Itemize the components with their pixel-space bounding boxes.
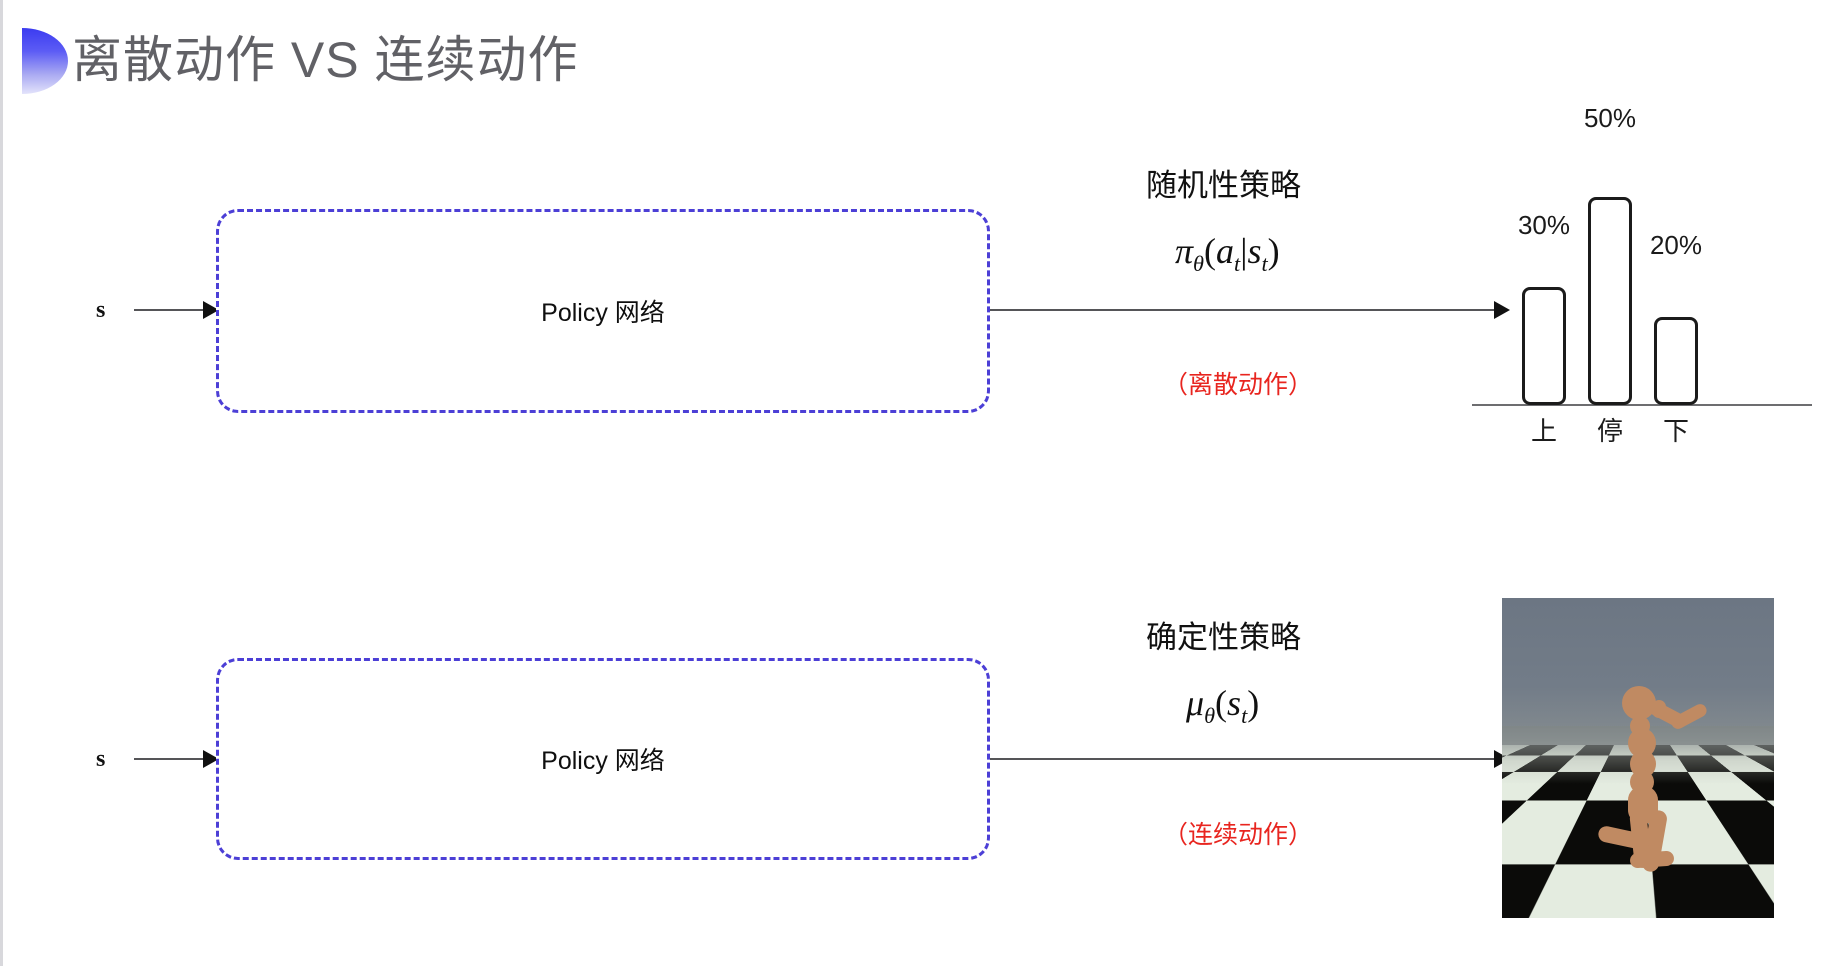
output-arrow-head-top (1494, 301, 1510, 319)
formula-state-2: s (1227, 683, 1242, 723)
deterministic-policy-formula: μθ(st) (1186, 682, 1259, 729)
chart-baseline-axis (1472, 404, 1812, 406)
stochastic-policy-title: 随机性策略 (1146, 168, 1301, 203)
bar-value-down: 20% (1649, 230, 1703, 260)
input-arrow-head-bottom (203, 750, 219, 768)
deterministic-policy-title: 确定性策略 (1146, 620, 1301, 655)
formula-state: s (1247, 231, 1262, 271)
formula-state-subscript: t (1261, 251, 1268, 277)
bar-category-stop: 停 (1596, 416, 1623, 446)
output-arrow-line-bottom (990, 758, 1502, 760)
input-arrow-line-bottom (134, 758, 210, 760)
input-arrow-head-top (203, 301, 219, 319)
policy-network-box-top[interactable]: Policy 网络 (216, 209, 990, 413)
formula-action-subscript: t (1234, 251, 1241, 277)
formula-open-paren: ( (1204, 231, 1217, 271)
bar-value-stop: 50% (1583, 103, 1637, 133)
humanoid-simulation-image (1502, 598, 1774, 918)
action-probability-bar-chart: 30% 50% 20% 上 停 下 (1468, 100, 1828, 450)
input-state-label-bottom: s (96, 746, 106, 772)
formula-pi: π (1175, 231, 1194, 271)
bar-category-down: 下 (1662, 416, 1689, 446)
left-edge-rule (0, 0, 3, 966)
bar-up (1522, 287, 1566, 405)
continuous-action-note: （连续动作） (1163, 821, 1314, 849)
bar-category-up: 上 (1530, 416, 1557, 446)
discrete-action-note: （离散动作） (1163, 371, 1314, 399)
formula-theta: θ (1193, 251, 1205, 277)
page-title: 离散动作 VS 连续动作 (72, 32, 579, 88)
stochastic-policy-formula: πθ(at|st) (1175, 230, 1280, 277)
bar-stop (1588, 197, 1632, 405)
bar-value-up: 30% (1517, 210, 1571, 240)
humanoid-hand (1652, 700, 1666, 718)
humanoid-front-foot (1629, 850, 1675, 869)
policy-network-label-top: Policy 网络 (541, 299, 665, 327)
policy-network-label-bottom: Policy 网络 (541, 747, 665, 775)
formula-action: a (1216, 231, 1235, 271)
formula-conditional-bar: | (1240, 231, 1248, 271)
humanoid-head (1622, 686, 1656, 720)
formula-close-paren: ) (1267, 231, 1280, 271)
formula-open-paren-2: ( (1215, 683, 1228, 723)
formula-state-subscript-2: t (1241, 703, 1248, 729)
input-arrow-line-top (134, 309, 210, 311)
title-bullet-icon (22, 28, 68, 94)
output-arrow-line-top (990, 309, 1502, 311)
formula-mu: μ (1186, 683, 1205, 723)
formula-close-paren-2: ) (1247, 683, 1260, 723)
policy-network-box-bottom[interactable]: Policy 网络 (216, 658, 990, 860)
input-state-label-top: s (96, 297, 106, 323)
formula-theta-2: θ (1204, 703, 1216, 729)
bar-down (1654, 317, 1698, 405)
